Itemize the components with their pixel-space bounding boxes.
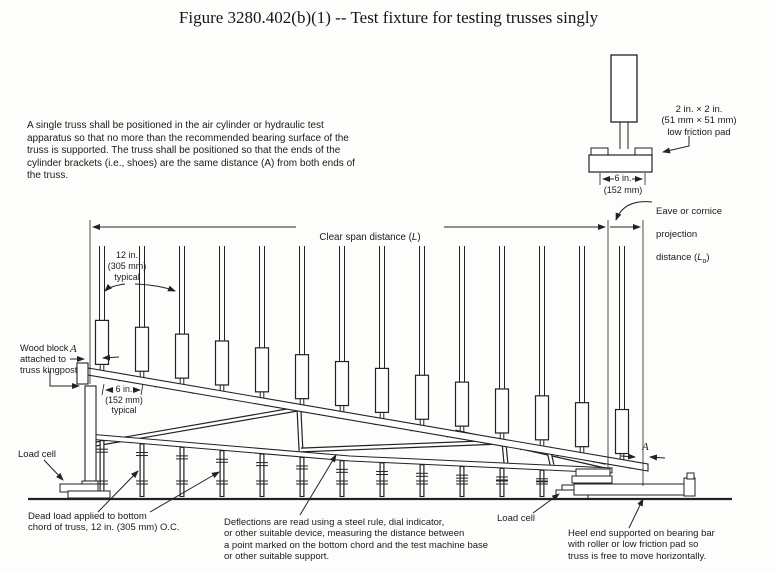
deflections-note: Deflections are read using a steel rule,… (224, 517, 489, 563)
load-cell-right-leader (532, 493, 560, 514)
pad-base (588, 154, 653, 173)
heel-support-label: Heel end supported on bearing bar with r… (568, 528, 715, 562)
dead-load-leader2 (149, 471, 220, 513)
heel-assembly (555, 468, 696, 500)
wood-block (76, 362, 89, 385)
dim-a-right-arrow1 (620, 453, 636, 460)
bearing-bar (573, 483, 689, 496)
friction-pad-right (634, 147, 653, 156)
top-chord (87, 367, 649, 472)
dim-a-right-arrow2 (649, 454, 666, 461)
dead-load-leader1 (97, 470, 139, 513)
dim12-leader-left (104, 283, 126, 292)
pad-width-mm: (152 mm) (603, 185, 643, 195)
clear-span-label: Clear span distance (L) (298, 220, 442, 244)
wood-block-label: Wood block attached to truss kingpost (20, 343, 78, 376)
dim-a-left: A (70, 343, 77, 355)
bottom-chord (87, 433, 613, 474)
dead-load-label: Dead load applied to bottom chord of tru… (28, 511, 180, 534)
pad-width-dimension: 6 in. (614, 173, 632, 183)
pad-label-leader (662, 136, 690, 154)
load-cell-left-label: Load cell (18, 449, 57, 460)
eave-projection-label: Eave or cornice projection distance (Lo) (656, 206, 723, 265)
low-friction-pad-label: 2 in. × 2 in. (51 mm × 51 mm) low fricti… (661, 104, 737, 138)
intro-paragraph: A single truss shall be positioned in th… (27, 120, 355, 181)
deflections-leader (299, 454, 337, 516)
cylinder-body-detail (610, 54, 638, 123)
spacing-6in-label: 6 in. (152 mm) typical (105, 384, 143, 416)
figure-title: Figure 3280.402(b)(1) -- Test fixture fo… (178, 8, 599, 27)
truss-assembly (76, 362, 649, 482)
dim12-leader-right (134, 283, 176, 292)
dim-a-right: A (642, 441, 649, 453)
air-cylinder-detail (588, 54, 653, 185)
dimension-lines (70, 176, 666, 486)
load-cell-left-leader (43, 459, 64, 481)
load-cell-right-label: Load cell (497, 513, 536, 524)
heel-leader (628, 498, 644, 529)
wood-block-leader (49, 371, 80, 389)
generated-cylinders-and-rods (94, 246, 634, 497)
eave-label-leader (615, 201, 653, 221)
truss-kingpost (84, 385, 97, 482)
spacing-12in-label: 12 in. (305 mm) typical (107, 250, 147, 282)
leader-arrows (43, 136, 690, 529)
friction-pad-left (590, 147, 609, 156)
dim-a-left-arrow2 (102, 354, 120, 361)
